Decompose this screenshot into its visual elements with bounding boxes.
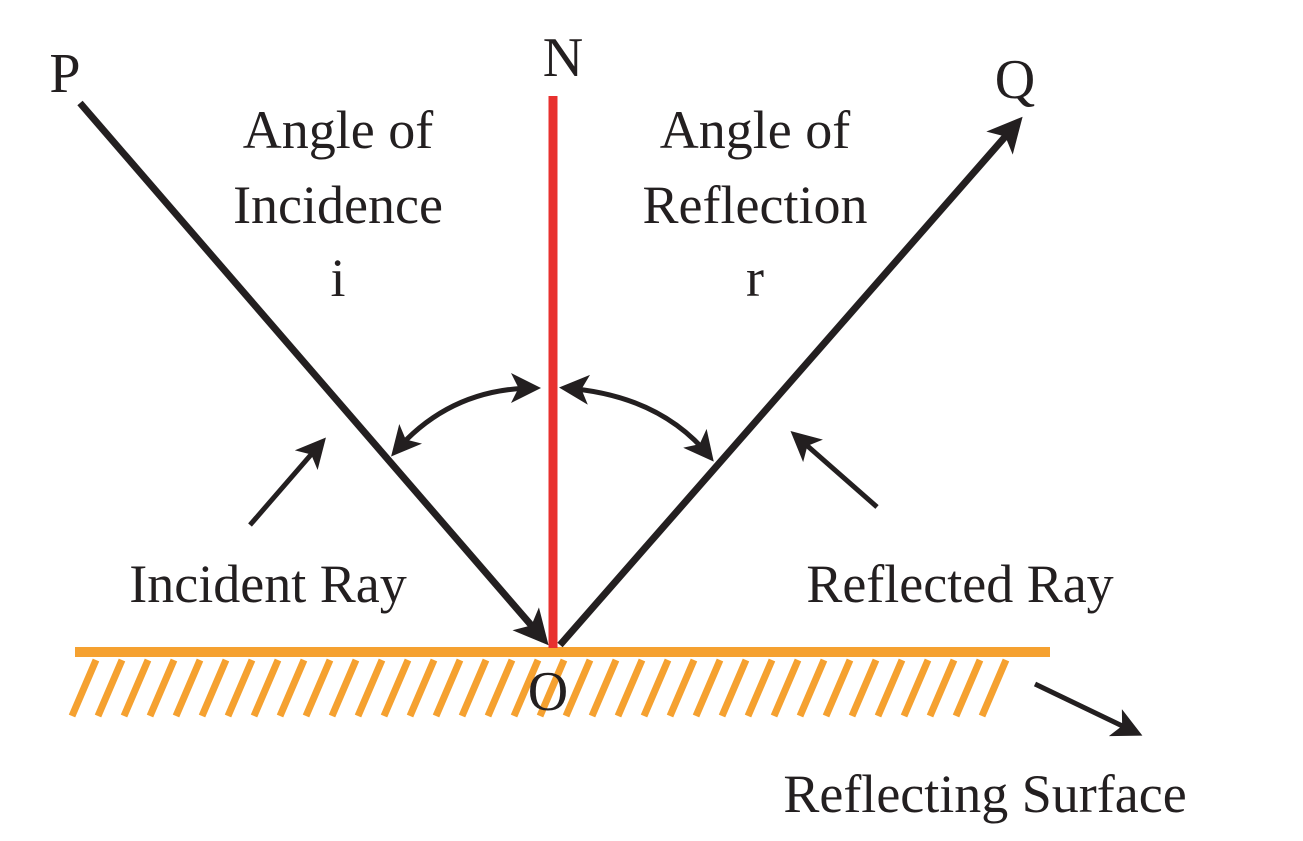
- reflected-ray-line: [557, 116, 1023, 648]
- surface-hatch-mark: [640, 658, 672, 718]
- incident-ray-pointer-arrow: [248, 437, 326, 527]
- reflecting-surface-label: Reflecting Surface: [783, 764, 1186, 824]
- surface-hatch-mark: [484, 658, 516, 718]
- surface-hatch-mark: [536, 658, 568, 718]
- point-q-label: Q: [995, 49, 1035, 111]
- surface-hatching: [68, 658, 1010, 718]
- incident-ray-label: Incident Ray: [129, 554, 406, 614]
- surface-hatch-mark: [848, 658, 880, 718]
- surface-hatch-mark: [510, 658, 542, 718]
- point-n-label: N: [543, 27, 583, 89]
- surface-hatch-mark: [94, 658, 126, 718]
- surface-hatch-mark: [978, 658, 1010, 718]
- angle-of-reflection-symbol: r: [746, 248, 764, 308]
- surface-hatch-mark: [666, 658, 698, 718]
- surface-hatch-mark: [822, 658, 854, 718]
- angle-of-reflection-arc: [559, 374, 714, 462]
- surface-hatch-mark: [926, 658, 958, 718]
- point-o-label: O: [528, 661, 568, 723]
- surface-hatch-mark: [874, 658, 906, 718]
- surface-hatch-mark: [406, 658, 438, 718]
- angle-of-reflection-label-line1: Angle of: [660, 100, 850, 160]
- surface-hatch-mark: [276, 658, 308, 718]
- reflecting-surface: [68, 647, 1050, 718]
- reflected-ray-pointer-arrow: [790, 431, 879, 509]
- surface-hatch-mark: [198, 658, 230, 718]
- angle-of-incidence-arc: [391, 373, 541, 457]
- surface-hatch-mark: [380, 658, 412, 718]
- surface-hatch-mark: [796, 658, 828, 718]
- incident-ray-line: [77, 100, 549, 646]
- surface-hatch-mark: [458, 658, 490, 718]
- surface-hatch-mark: [770, 658, 802, 718]
- surface-hatch-mark: [900, 658, 932, 718]
- surface-hatch-mark: [224, 658, 256, 718]
- angle-of-incidence-label-line1: Angle of: [243, 100, 433, 160]
- angle-of-incidence-label-line2: Incidence: [233, 175, 443, 235]
- surface-hatch-mark: [120, 658, 152, 718]
- surface-hatch-mark: [432, 658, 464, 718]
- reflected-ray-label: Reflected Ray: [806, 554, 1113, 614]
- surface-hatch-mark: [692, 658, 724, 718]
- surface-hatch-mark: [952, 658, 984, 718]
- surface-hatch-mark: [68, 658, 100, 718]
- surface-hatch-mark: [562, 658, 594, 718]
- surface-hatch-mark: [744, 658, 776, 718]
- angle-of-incidence-symbol: i: [330, 248, 345, 308]
- reflecting-surface-pointer-arrow: [1033, 681, 1143, 737]
- surface-hatch-mark: [588, 658, 620, 718]
- surface-hatch-mark: [718, 658, 750, 718]
- surface-hatch-mark: [302, 658, 334, 718]
- surface-hatch-mark: [250, 658, 282, 718]
- angle-of-reflection-label-line2: Reflection: [643, 175, 868, 235]
- surface-hatch-mark: [328, 658, 360, 718]
- surface-hatch-mark: [172, 658, 204, 718]
- surface-hatch-mark: [354, 658, 386, 718]
- surface-hatch-mark: [614, 658, 646, 718]
- surface-hatch-mark: [146, 658, 178, 718]
- point-p-label: P: [49, 43, 80, 105]
